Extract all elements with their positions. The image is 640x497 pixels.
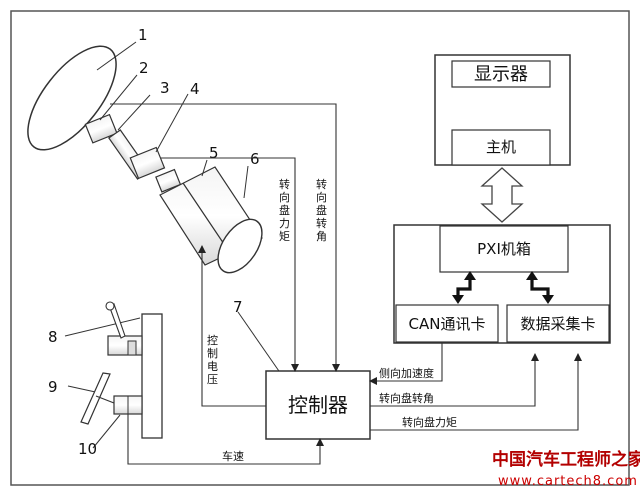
wheel-torque-to-daq-line bbox=[370, 353, 582, 431]
svg-text:压: 压 bbox=[207, 373, 218, 386]
lateral-accel-line bbox=[369, 342, 443, 385]
part-number-6: 6 bbox=[250, 150, 260, 168]
part-leaders bbox=[64, 41, 282, 449]
can-card-label: CAN通讯卡 bbox=[409, 315, 486, 333]
watermark-cn: 中国汽车工程师之家 bbox=[492, 449, 640, 470]
svg-text:角: 角 bbox=[316, 230, 327, 243]
svg-text:向: 向 bbox=[316, 190, 327, 204]
control-voltage-line bbox=[198, 245, 266, 407]
svg-text:转: 转 bbox=[279, 177, 290, 191]
wheel-angle-to-daq-line bbox=[370, 353, 539, 407]
wheel-torque-label: 转向盘力矩 bbox=[402, 415, 457, 429]
angle-label-vertical: 转 向 盘 转 角 bbox=[316, 177, 327, 243]
coupling bbox=[155, 168, 182, 193]
lateral-accel-label: 侧向加速度 bbox=[379, 366, 434, 380]
host-label: 主机 bbox=[486, 138, 516, 156]
part-number-7: 7 bbox=[233, 298, 243, 316]
speed-label: 车速 bbox=[222, 449, 244, 463]
watermark-url: www.cartech8.com bbox=[498, 474, 638, 489]
pedal-mount-plate bbox=[141, 313, 163, 439]
svg-text:转: 转 bbox=[316, 177, 327, 191]
pedal bbox=[80, 372, 111, 425]
steering-motor bbox=[159, 166, 263, 274]
part-number-10: 10 bbox=[78, 440, 97, 458]
steering-hub bbox=[84, 113, 118, 144]
torque-signal-line bbox=[160, 157, 299, 372]
pedal-assembly bbox=[80, 301, 163, 439]
daq-card-box bbox=[506, 304, 610, 343]
display-box bbox=[451, 60, 551, 88]
steering-wheel bbox=[27, 45, 117, 151]
signal-labels: 转 向 盘 力 矩 转 向 盘 转 角 控 制 电 压 侧向加速度 转向盘转角 … bbox=[207, 177, 457, 463]
part-number-2: 2 bbox=[139, 59, 149, 77]
daq-card-label: 数据采集卡 bbox=[520, 315, 595, 333]
pxi-box bbox=[439, 225, 569, 273]
part-number-5: 5 bbox=[209, 144, 219, 162]
pxi-chassis: PXI机箱 CAN通讯卡 数据采集卡 bbox=[393, 224, 611, 344]
display-label: 显示器 bbox=[474, 64, 528, 85]
pxi-label: PXI机箱 bbox=[477, 240, 531, 258]
svg-text:控: 控 bbox=[207, 333, 218, 347]
site-watermark: 中国汽车工程师之家 www.cartech8.com bbox=[492, 449, 640, 489]
wheel-angle-label: 转向盘转角 bbox=[379, 391, 434, 405]
controller-box: 控制器 bbox=[265, 370, 371, 440]
pxi-bus-links bbox=[456, 276, 550, 299]
speed-signal-line bbox=[127, 414, 324, 465]
display-host-unit: 显示器 主机 bbox=[434, 54, 571, 166]
can-card-box bbox=[395, 304, 499, 343]
outer-frame bbox=[10, 10, 630, 486]
svg-text:转: 转 bbox=[316, 216, 327, 230]
svg-text:电: 电 bbox=[207, 360, 218, 373]
part-number-9: 9 bbox=[48, 378, 58, 396]
controller-label: 控制器 bbox=[288, 393, 348, 417]
svg-text:矩: 矩 bbox=[279, 230, 290, 243]
svg-text:力: 力 bbox=[279, 217, 290, 230]
part-number-4: 4 bbox=[190, 80, 200, 98]
part-numbers: 1 2 3 4 5 6 7 8 9 10 bbox=[48, 26, 260, 458]
svg-text:向: 向 bbox=[279, 190, 290, 204]
host-box bbox=[451, 129, 551, 166]
control-voltage-label-vertical: 控 制 电 压 bbox=[207, 333, 218, 386]
signal-lines bbox=[110, 103, 582, 465]
host-pxi-link-arrow bbox=[480, 167, 524, 223]
svg-text:盘: 盘 bbox=[316, 203, 327, 217]
part-number-1: 1 bbox=[138, 26, 148, 44]
svg-text:制: 制 bbox=[207, 347, 218, 360]
torque-label-vertical: 转 向 盘 力 矩 bbox=[279, 177, 290, 243]
part-number-3: 3 bbox=[160, 79, 170, 97]
part-number-8: 8 bbox=[48, 328, 58, 346]
angle-signal-line bbox=[110, 103, 340, 372]
svg-text:盘: 盘 bbox=[279, 203, 290, 217]
pxi-bus-arrowheads bbox=[452, 271, 554, 304]
accelerator-sensor bbox=[107, 335, 143, 356]
